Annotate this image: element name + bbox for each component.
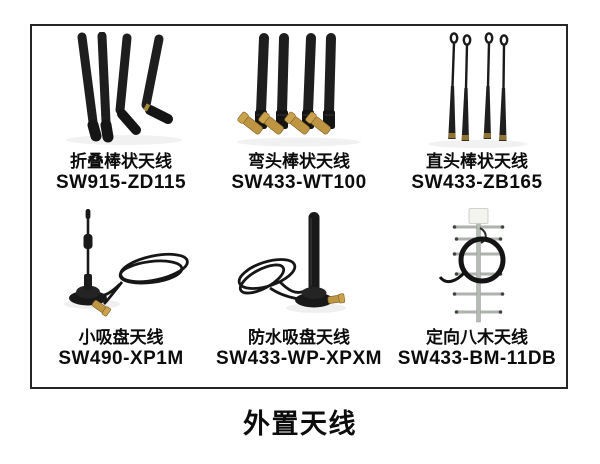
page-title: 外置天线 xyxy=(243,409,357,439)
folded-rod-antenna-icon xyxy=(66,32,182,145)
elbow-rod-antenna-icon xyxy=(237,33,361,147)
product-model: SW433-BM-11DB xyxy=(397,348,557,369)
product-grid: 折叠棒状天线 SW915-ZD115 xyxy=(32,26,566,386)
product-model: SW433-WP-XPXM xyxy=(216,348,382,369)
product-card-straight-whip: 直头棒状天线 SW433-ZB165 xyxy=(388,32,566,194)
directional-yagi-antenna-icon xyxy=(438,208,506,323)
product-name: 弯头棒状天线 xyxy=(248,152,350,171)
product-model: SW433-WT100 xyxy=(231,172,367,193)
product-model: SW433-ZB165 xyxy=(411,172,543,193)
product-name: 防水吸盘天线 xyxy=(248,328,350,347)
product-card-waterproof-suction: 防水吸盘天线 SW433-WP-XPXM xyxy=(210,208,388,386)
product-model: SW490-XP1M xyxy=(58,348,184,369)
product-card-yagi: 定向八木天线 SW433-BM-11DB xyxy=(388,208,566,386)
product-card-elbow-rod: 弯头棒状天线 SW433-WT100 xyxy=(210,32,388,194)
product-name: 折叠棒状天线 xyxy=(70,152,172,171)
antenna-catalog-panel: 折叠棒状天线 SW915-ZD115 xyxy=(30,24,568,389)
product-card-folded-rod: 折叠棒状天线 SW915-ZD115 xyxy=(32,32,210,194)
straight-whip-antenna-icon xyxy=(428,32,528,148)
product-card-small-suction: 小吸盘天线 SW490-XP1M xyxy=(32,208,210,386)
small-suction-cup-antenna-icon xyxy=(64,209,189,317)
product-name: 直头棒状天线 xyxy=(426,152,528,171)
product-name: 小吸盘天线 xyxy=(78,328,164,347)
product-name: 定向八木天线 xyxy=(426,328,528,347)
waterproof-suction-cup-antenna-icon xyxy=(237,212,346,313)
product-model: SW915-ZD115 xyxy=(55,172,187,193)
